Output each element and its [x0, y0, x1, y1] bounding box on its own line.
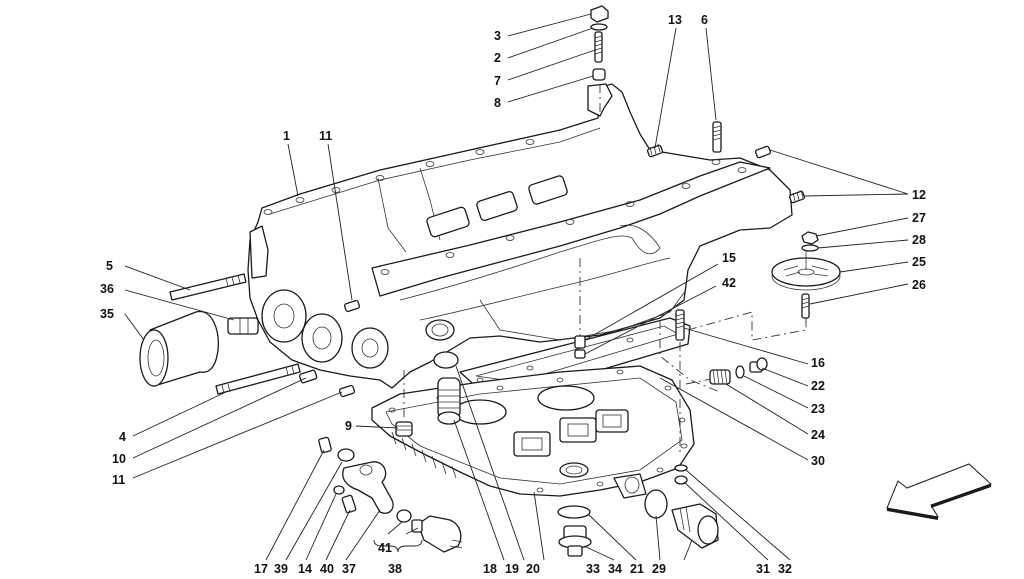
callout-9: 9 [345, 419, 352, 433]
part-26-stud [801, 293, 810, 319]
callout-15: 15 [722, 251, 736, 265]
part-21-washer [644, 489, 668, 519]
part-38-pressure-switch [411, 515, 463, 553]
callout-23: 23 [811, 402, 825, 416]
part-28-washer [801, 244, 819, 252]
part-5-stud [169, 273, 247, 301]
part-6-stud [712, 121, 722, 153]
callout-11-upper: 11 [319, 129, 332, 143]
part-19-washer [433, 351, 459, 369]
callout-6: 6 [701, 13, 708, 27]
part-12-inserts [754, 145, 806, 204]
part-10-insert [299, 369, 318, 384]
callout-37: 37 [342, 562, 356, 576]
callout-35: 35 [100, 307, 114, 321]
callout-5: 5 [106, 259, 113, 273]
callout-36: 36 [100, 282, 114, 296]
callout-1: 1 [283, 129, 290, 143]
callout-24: 24 [811, 428, 825, 442]
part-8-spacer [592, 68, 606, 81]
callout-7: 7 [494, 74, 501, 88]
part-42-stud [675, 309, 685, 341]
part-18-union [437, 377, 461, 425]
callout-39: 39 [274, 562, 288, 576]
callout-25: 25 [912, 255, 926, 269]
part-9-insert [395, 421, 413, 437]
part-36-union [227, 317, 259, 335]
part-3-nut [590, 5, 609, 23]
callout-32: 32 [778, 562, 792, 576]
callout-34: 34 [608, 562, 622, 576]
upper-sump-housing [247, 83, 793, 389]
callout-2: 2 [494, 51, 501, 65]
part-7-stud [594, 31, 603, 63]
callout-31: 31 [756, 562, 770, 576]
part-40-screw [341, 494, 357, 514]
callout-22: 22 [811, 379, 825, 393]
part-32-washer [674, 464, 688, 472]
part-2-washer [590, 23, 608, 31]
part-13-insert [646, 143, 664, 158]
part-23-washer [735, 365, 745, 379]
callout-41: 41 [378, 541, 392, 555]
part-41-washer [396, 509, 412, 523]
assembly-axis-lines [403, 84, 807, 456]
part-37-adapter [342, 461, 394, 514]
callout-26: 26 [912, 278, 926, 292]
part-29-union [671, 503, 719, 549]
part-11-insert-upper [343, 299, 361, 313]
callout-16: 16 [811, 356, 825, 370]
lower-sump-pan [371, 365, 695, 499]
leader-lines [124, 13, 909, 561]
part-11-insert-lower [338, 384, 356, 398]
callout-11-lower: 11 [112, 473, 125, 487]
callout-4: 4 [119, 430, 126, 444]
part-22-plug [749, 357, 768, 373]
callout-10: 10 [112, 452, 126, 466]
callout-18: 18 [483, 562, 497, 576]
part-14-washer [333, 485, 345, 495]
part-15-insert [574, 335, 586, 359]
part-35-oil-filter [139, 311, 219, 387]
callout-8: 8 [494, 96, 501, 110]
part-4-stud [215, 363, 301, 395]
part-27-nut [801, 231, 819, 245]
callout-40: 40 [320, 562, 334, 576]
callout-28: 28 [912, 233, 926, 247]
callout-12: 12 [912, 188, 926, 202]
part-33-drain-plug [558, 525, 592, 557]
callout-29: 29 [652, 562, 666, 576]
callout-27: 27 [912, 211, 926, 225]
callout-19: 19 [505, 562, 519, 576]
callout-labels: 3 2 7 8 13 6 12 27 28 25 26 15 42 16 22 … [100, 13, 926, 576]
part-24-spring [709, 369, 731, 385]
callout-33: 33 [586, 562, 600, 576]
callout-30: 30 [811, 454, 825, 468]
part-39-o-ring [337, 448, 355, 462]
front-direction-arrow-icon [886, 463, 992, 520]
part-17-insert [318, 436, 332, 454]
callout-3: 3 [494, 29, 501, 43]
callout-38: 38 [388, 562, 402, 576]
callout-20: 20 [526, 562, 540, 576]
callout-14: 14 [298, 562, 312, 576]
part-34-washer [557, 505, 591, 519]
callout-13: 13 [668, 13, 682, 27]
callout-21: 21 [630, 562, 644, 576]
callout-42: 42 [722, 276, 736, 290]
part-25-mount-disc [771, 250, 841, 291]
callout-17: 17 [254, 562, 268, 576]
